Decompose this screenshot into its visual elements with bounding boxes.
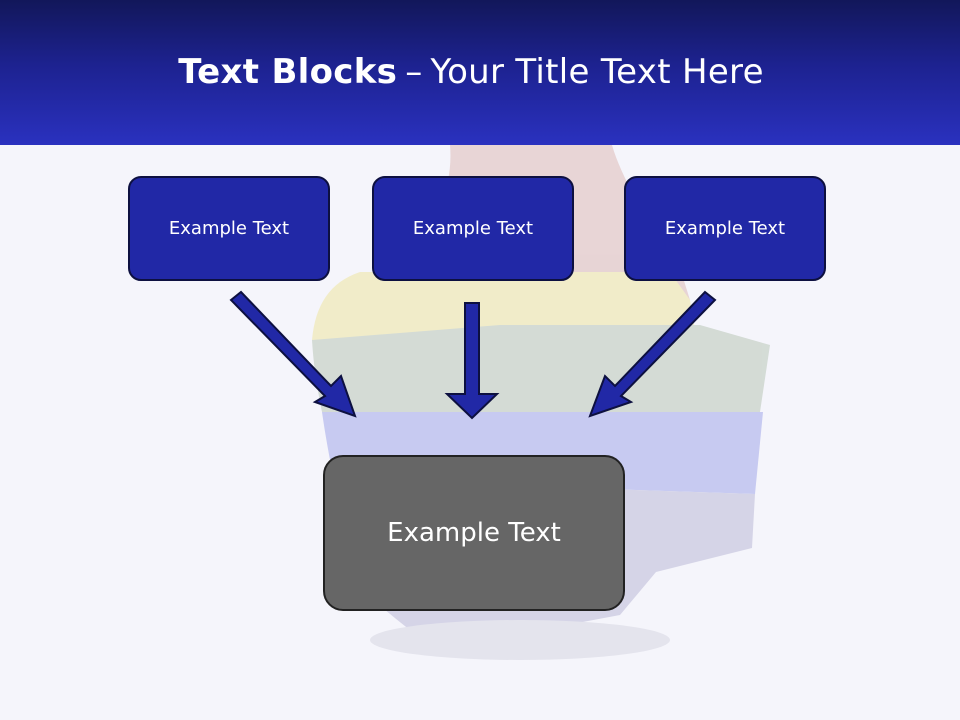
title-bold: Text Blocks — [178, 52, 398, 92]
arrow-right-icon — [588, 290, 717, 418]
main-text-block[interactable]: Example Text — [323, 455, 625, 611]
page-title: Text Blocks–Your Title Text Here — [0, 52, 942, 92]
arrow-down-icon — [444, 302, 500, 420]
title-rest: Your Title Text Here — [430, 52, 764, 92]
text-block-3[interactable]: Example Text — [624, 176, 826, 281]
header-banner: Text Blocks–Your Title Text Here — [0, 0, 960, 145]
text-block-1[interactable]: Example Text — [128, 176, 330, 281]
arrow-left-icon — [229, 290, 357, 418]
title-separator: – — [405, 52, 423, 92]
text-block-2[interactable]: Example Text — [372, 176, 574, 281]
